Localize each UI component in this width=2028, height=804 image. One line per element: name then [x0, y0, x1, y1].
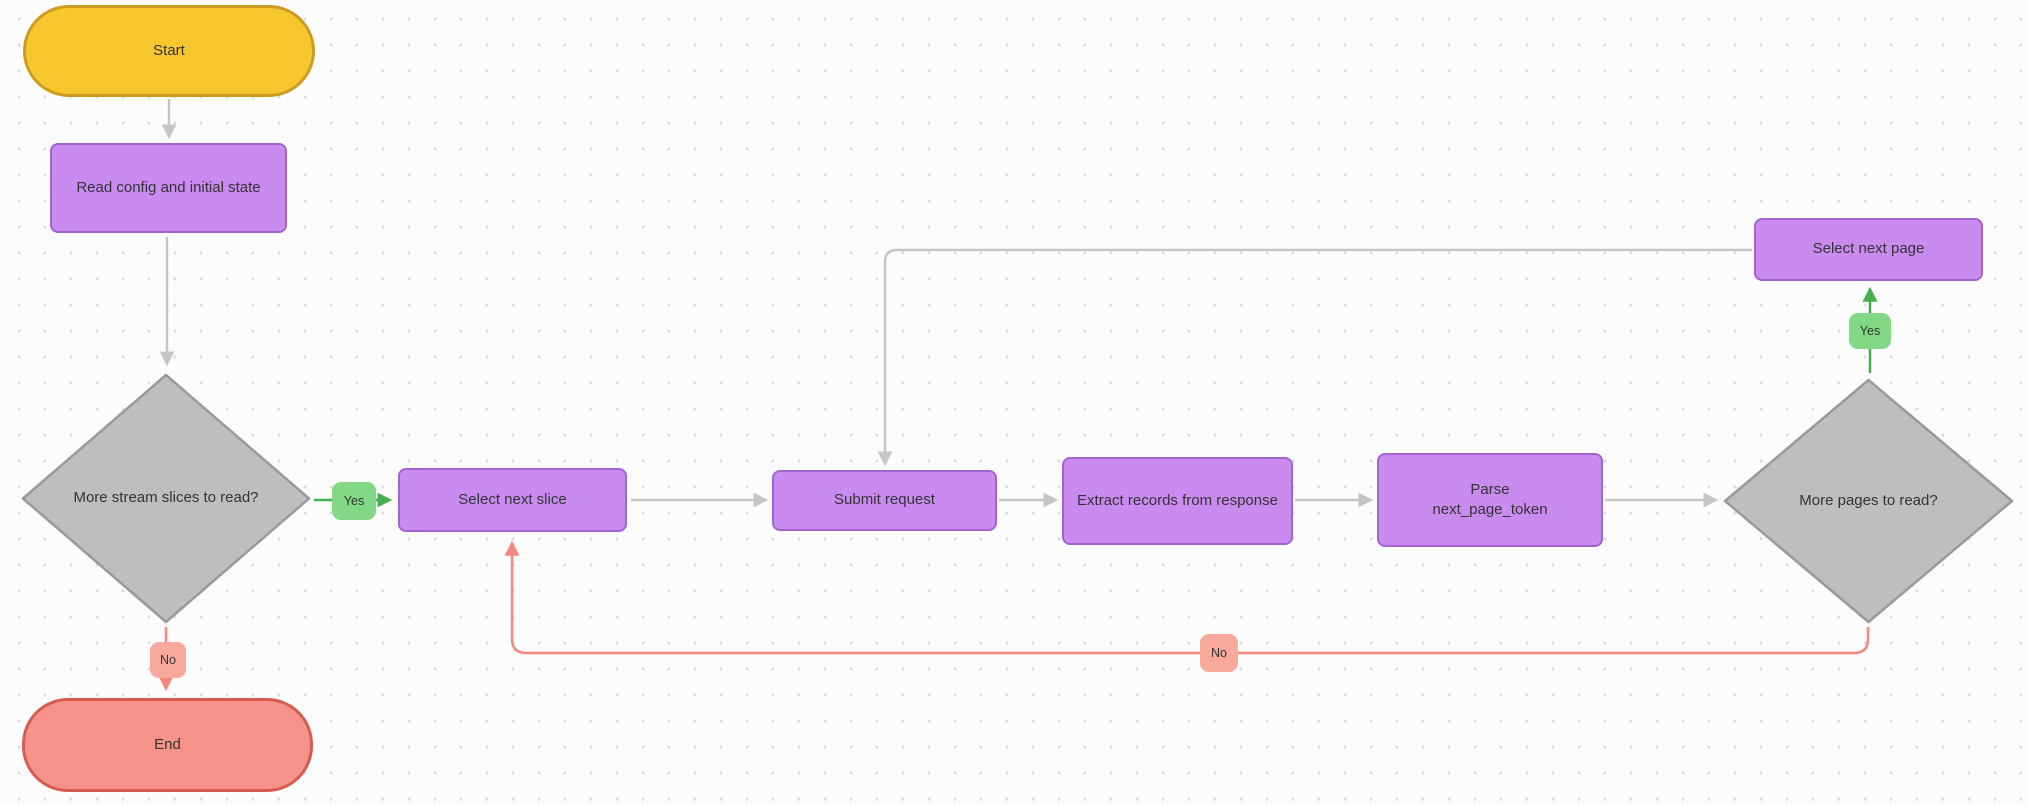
extract-records-node[interactable]: Extract records from response	[1062, 457, 1293, 545]
start-node[interactable]: Start	[23, 5, 315, 97]
diamond-shape-icon	[21, 373, 311, 624]
yes-label-right: Yes	[1849, 313, 1891, 349]
edge-more-pages-no-to-select-slice	[504, 540, 1870, 655]
end-node[interactable]: End	[22, 698, 313, 792]
diamond-shape-icon	[1723, 378, 2014, 624]
more-pages-label: More pages to read?	[1799, 491, 1938, 509]
extract-records-label: Extract records from response	[1077, 491, 1278, 509]
decision-more-slices[interactable]: More stream slices to read?	[20, 372, 312, 625]
parse-token-label: Parse next_page_token	[1432, 480, 1548, 518]
decision-more-pages[interactable]: More pages to read?	[1722, 377, 2015, 625]
select-next-slice-label: Select next slice	[458, 490, 567, 508]
submit-request-label: Submit request	[834, 491, 935, 509]
no-label-left: No	[150, 642, 186, 678]
edge-select-page-to-submit	[877, 248, 1752, 467]
parse-token-node[interactable]: Parse next_page_token	[1377, 453, 1603, 547]
select-next-page-label: Select next page	[1812, 240, 1925, 258]
more-slices-label: More stream slices to read?	[73, 489, 259, 507]
read-config-label: Read config and initial state	[76, 178, 261, 196]
select-next-page-node[interactable]: Select next page	[1754, 218, 1983, 281]
submit-request-node[interactable]: Submit request	[772, 470, 997, 531]
yes-label-left: Yes	[332, 482, 376, 520]
no-label-loop: No	[1200, 634, 1238, 672]
read-config-node[interactable]: Read config and initial state	[50, 143, 287, 233]
start-label: Start	[153, 41, 185, 59]
select-next-slice-node[interactable]: Select next slice	[398, 468, 627, 532]
end-label: End	[154, 735, 181, 753]
